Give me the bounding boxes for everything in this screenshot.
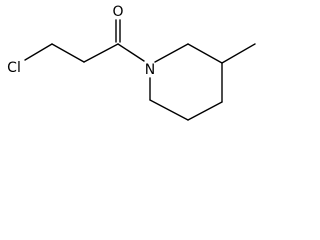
nitrogen-atom-label: N <box>143 62 157 78</box>
bond-lines <box>24 19 256 121</box>
oxygen-atom-label: O <box>111 4 125 20</box>
c4-to-c5-bond <box>187 101 223 121</box>
methyl-bond <box>221 43 256 64</box>
nitrogen-to-c2-bond <box>154 43 189 63</box>
structure-diagram: O N Cl <box>0 0 260 134</box>
carbonyl-to-ch2-bond <box>83 43 119 63</box>
c5-to-c6-bond <box>149 99 189 121</box>
ch2-to-chlorine-bond <box>24 43 53 61</box>
c2-to-c3-bond <box>187 43 223 64</box>
ch2-to-ch2-bond <box>51 43 85 63</box>
carbonyl-to-nitrogen-bond <box>117 43 145 62</box>
chlorine-atom-label: Cl <box>6 60 22 76</box>
